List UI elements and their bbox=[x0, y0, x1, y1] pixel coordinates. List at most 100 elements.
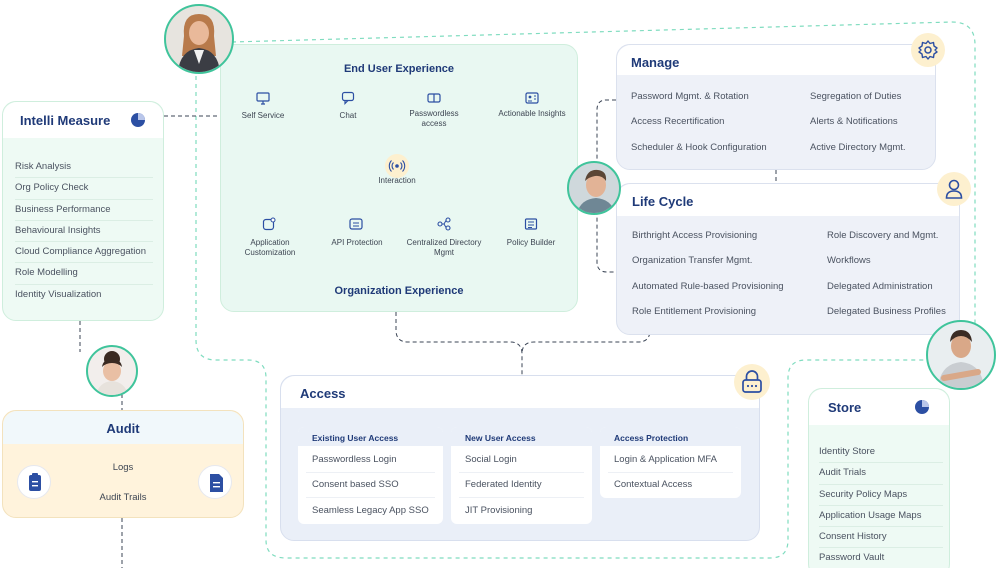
access-item: Seamless Legacy App SSO bbox=[312, 505, 429, 516]
avatar-man-arms-crossed bbox=[926, 320, 996, 390]
list-item: Role Modelling bbox=[15, 263, 153, 285]
audit-header bbox=[3, 411, 243, 444]
access-item: JIT Provisioning bbox=[465, 505, 533, 516]
person-illustration bbox=[938, 330, 984, 388]
divider bbox=[459, 472, 584, 473]
lifecycle-panel: Life Cycle Birthright Access Provisionin… bbox=[616, 183, 960, 335]
user-icon bbox=[945, 179, 963, 199]
application-customization-label: Application Customization bbox=[244, 238, 296, 257]
manage-gear-badge bbox=[911, 33, 945, 67]
audit-panel: Audit Logs Audit Trails bbox=[2, 410, 244, 518]
person-illustration bbox=[577, 169, 615, 213]
list-item: Identity Store bbox=[819, 442, 943, 464]
list-item: Audit Trials bbox=[819, 463, 943, 485]
access-item: Social Login bbox=[465, 454, 517, 465]
column-header: New User Access bbox=[451, 427, 592, 446]
divider bbox=[608, 472, 733, 473]
api-protection-label: API Protection bbox=[331, 238, 383, 247]
list-item: Identity Visualization bbox=[15, 288, 102, 300]
manage-item: Alerts & Notifications bbox=[810, 116, 898, 127]
chat-label: Chat bbox=[339, 111, 357, 120]
list-item: Password Vault bbox=[819, 552, 885, 564]
pie-chart-icon bbox=[915, 400, 929, 414]
experience-panel: End User Experience Self Service Chat Pa… bbox=[220, 44, 578, 312]
manage-item: Access Recertification bbox=[631, 116, 725, 127]
document-icon bbox=[210, 474, 223, 492]
existing-user-access-column: Existing User Access Passwordless Login … bbox=[298, 427, 443, 524]
intelli-measure-title: Intelli Measure bbox=[20, 113, 111, 128]
policy-builder-label: Policy Builder bbox=[506, 238, 556, 247]
audit-logs: Logs bbox=[112, 462, 134, 473]
interaction-hub bbox=[385, 154, 409, 178]
person-illustration bbox=[96, 351, 128, 395]
store-title: Store bbox=[828, 400, 862, 415]
divider bbox=[306, 472, 435, 473]
api-icon bbox=[349, 218, 363, 230]
lifecycle-item: Workflows bbox=[827, 255, 871, 266]
lifecycle-title: Life Cycle bbox=[632, 194, 694, 209]
centralized-directory-label: Centralized Directory Mgmt bbox=[406, 238, 482, 257]
lifecycle-item: Delegated Business Profiles bbox=[827, 306, 946, 317]
manage-title: Manage bbox=[631, 55, 680, 70]
access-protection-column: Access Protection Login & Application MF… bbox=[600, 427, 741, 498]
audit-right-bubble bbox=[198, 465, 232, 499]
lifecycle-item: Birthright Access Provisioning bbox=[632, 230, 758, 241]
list-item: Application Usage Maps bbox=[819, 506, 943, 528]
gear-icon bbox=[918, 40, 938, 60]
lifecycle-item: Role Entitlement Provisioning bbox=[632, 306, 757, 317]
self-service-label: Self Service bbox=[241, 111, 285, 120]
id-card-icon bbox=[525, 92, 539, 104]
access-item: Consent based SSO bbox=[312, 479, 399, 490]
access-item: Contextual Access bbox=[614, 479, 693, 490]
manage-panel: Manage Password Mgmt. & Rotation Access … bbox=[616, 44, 936, 170]
column-header: Existing User Access bbox=[298, 427, 443, 446]
access-item: Federated Identity bbox=[465, 479, 542, 490]
organization-experience-title: Organization Experience bbox=[334, 285, 464, 297]
column-header: Access Protection bbox=[600, 427, 741, 446]
passwordless-icon bbox=[427, 93, 441, 103]
manage-item: Active Directory Mgmt. bbox=[810, 142, 906, 153]
list-item: Consent History bbox=[819, 527, 943, 549]
store-list: Identity Store Audit Trials Security Pol… bbox=[819, 442, 943, 568]
lifecycle-item: Role Discovery and Mgmt. bbox=[827, 230, 939, 241]
interaction-label: Interaction bbox=[378, 176, 416, 185]
intelli-measure-panel: Intelli Measure Risk Analysis Org Policy… bbox=[2, 101, 164, 321]
audit-trails: Audit Trails bbox=[99, 492, 147, 503]
list-item: Org Policy Check bbox=[15, 178, 153, 200]
access-title: Access bbox=[300, 386, 346, 401]
list-item: Risk Analysis bbox=[15, 157, 153, 179]
lifecycle-header bbox=[617, 184, 959, 216]
lifecycle-item: Organization Transfer Mgmt. bbox=[632, 255, 753, 266]
lifecycle-item: Delegated Administration bbox=[827, 281, 933, 292]
list-item: Business Performance bbox=[15, 200, 153, 221]
list-item: Behavioural Insights bbox=[15, 221, 153, 243]
list-item: Cloud Compliance Aggregation bbox=[15, 242, 153, 264]
lifecycle-user-badge bbox=[937, 172, 971, 206]
access-lock-badge bbox=[734, 364, 770, 400]
audit-left-bubble bbox=[17, 465, 51, 499]
list-item: Security Policy Maps bbox=[819, 485, 943, 506]
directory-icon bbox=[437, 217, 451, 231]
lock-icon bbox=[742, 370, 762, 393]
store-panel: Store Identity Store Audit Trials Securi… bbox=[808, 388, 950, 568]
access-item: Login & Application MFA bbox=[614, 454, 717, 465]
manage-item: Segregation of Duties bbox=[810, 91, 902, 102]
new-user-access-column: New User Access Social Login Federated I… bbox=[451, 427, 592, 524]
intelli-measure-list: Risk Analysis Org Policy Check Business … bbox=[15, 157, 153, 306]
access-header bbox=[281, 376, 759, 408]
avatar-woman-blazer bbox=[164, 4, 234, 74]
clipboard-icon bbox=[29, 473, 41, 491]
actionable-insights-label: Actionable Insights bbox=[498, 109, 566, 118]
divider bbox=[459, 497, 584, 498]
audit-title: Audit bbox=[106, 421, 140, 436]
broadcast-icon bbox=[388, 160, 406, 172]
divider bbox=[306, 497, 435, 498]
policy-icon bbox=[524, 218, 538, 230]
monitor-icon bbox=[256, 92, 270, 105]
app-customization-icon bbox=[262, 217, 276, 231]
manage-item: Scheduler & Hook Configuration bbox=[631, 142, 767, 153]
passwordless-access-label: Passwordless access bbox=[409, 109, 459, 128]
access-panel: Access Existing User Access Passwordless… bbox=[280, 375, 760, 541]
manage-item: Password Mgmt. & Rotation bbox=[631, 91, 749, 102]
lifecycle-item: Automated Rule-based Provisioning bbox=[632, 281, 784, 292]
